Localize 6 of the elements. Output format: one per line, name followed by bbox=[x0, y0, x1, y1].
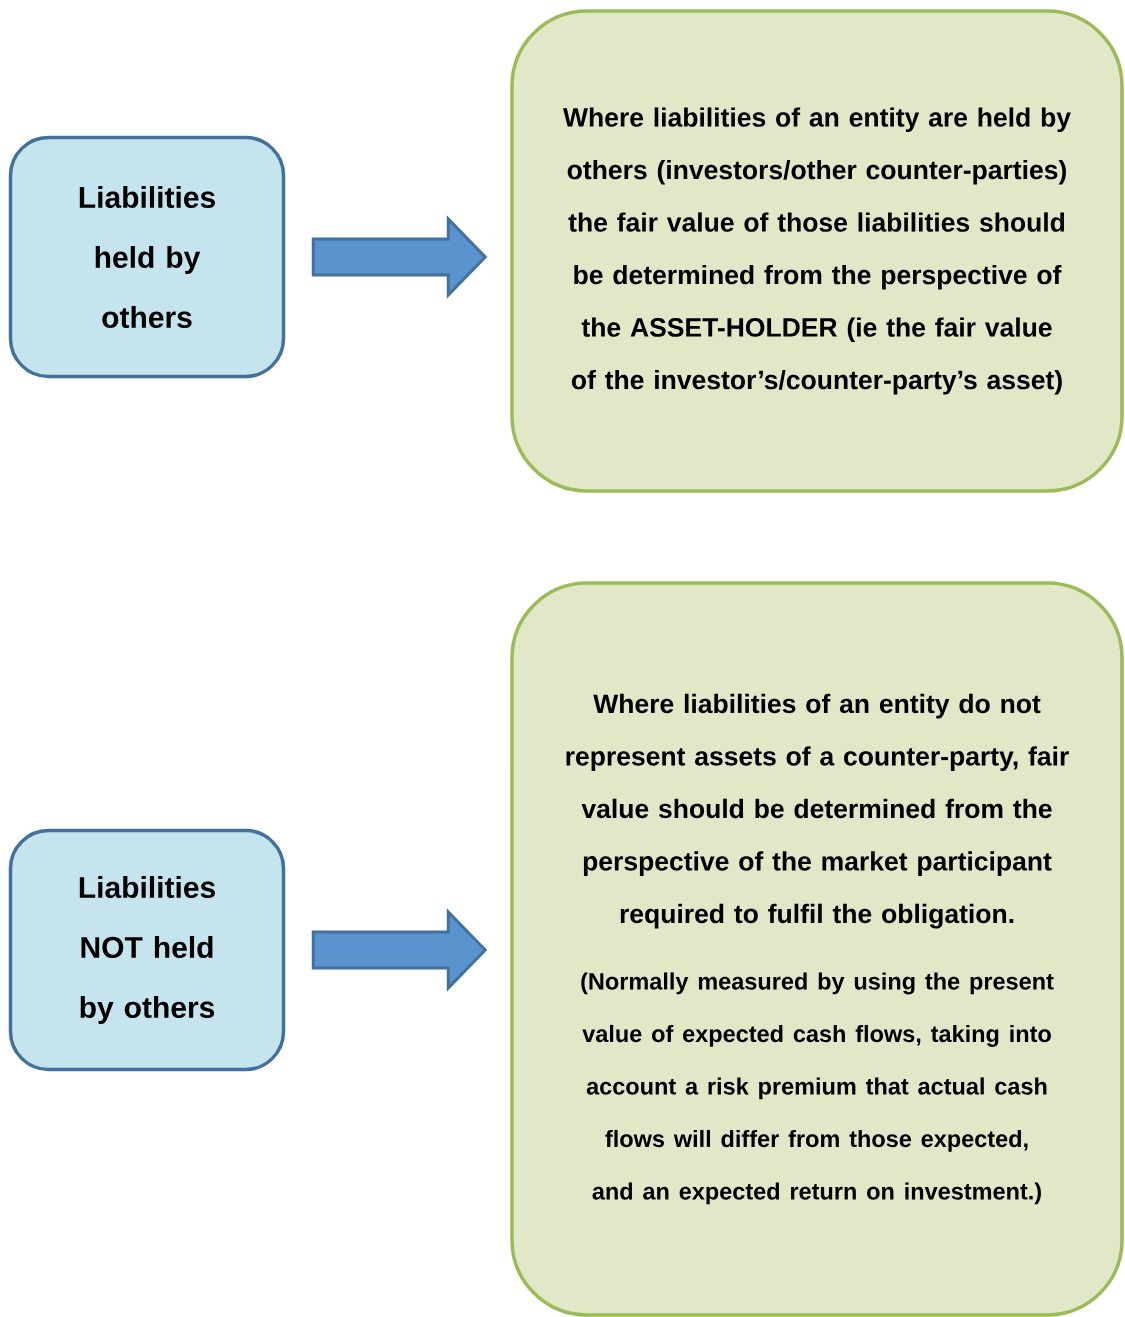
liability-box: Liabilities held by others bbox=[8, 135, 286, 379]
explanation-box: Where liabilities of an entity do not represent assets of a counter-party, fair value should be determined from the perspective of the market participant required to fulfil the obligation. (Normally measured by using the present value of expected cash flows, taking into account a risk premium that actual cash flows will differ from those expected, and an expected return on investment.) bbox=[510, 581, 1124, 1317]
explanation-box: Where liabilities of an entity are held by others (investors/other counter-parties) the fair value of those liabilities should be determined from the perspective of the ASSET-HOLDER (ie the fair value of the investor’s/counter-party’s asset) bbox=[510, 9, 1124, 493]
block-arrow bbox=[311, 215, 488, 299]
liability-box: Liabilities NOT held by others bbox=[8, 828, 286, 1072]
block-arrow bbox=[311, 908, 488, 992]
